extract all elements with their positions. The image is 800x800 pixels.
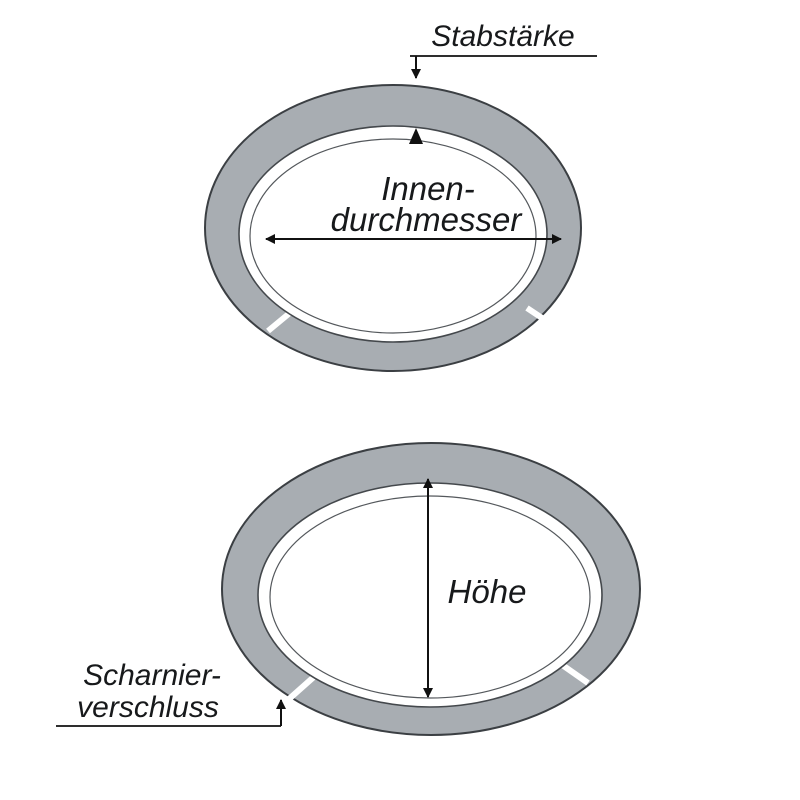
- bottom-ring-inner-band: [257, 482, 603, 708]
- bottom-ring: [221, 442, 641, 736]
- closure-label-line2: verschluss: [77, 691, 219, 724]
- thickness-callout: Stabstärke: [409, 20, 597, 144]
- closure-label-line1: Scharnier-: [83, 659, 221, 692]
- height-label: Höhe: [448, 573, 527, 610]
- top-ring-right-cut: [525, 305, 559, 331]
- thickness-arrow-up-icon: [409, 128, 423, 144]
- height-callout: Höhe: [423, 478, 527, 698]
- bottom-ring-left-cut: [287, 672, 318, 702]
- inner-diameter-callout: Innen- durchmesser: [265, 170, 562, 244]
- closure-callout: Scharnier- verschluss: [56, 659, 286, 727]
- inner-diameter-label-line2: durchmesser: [331, 201, 524, 238]
- inner-diameter-label-line1: Innen-: [381, 170, 475, 207]
- thickness-label: Stabstärke: [431, 20, 574, 53]
